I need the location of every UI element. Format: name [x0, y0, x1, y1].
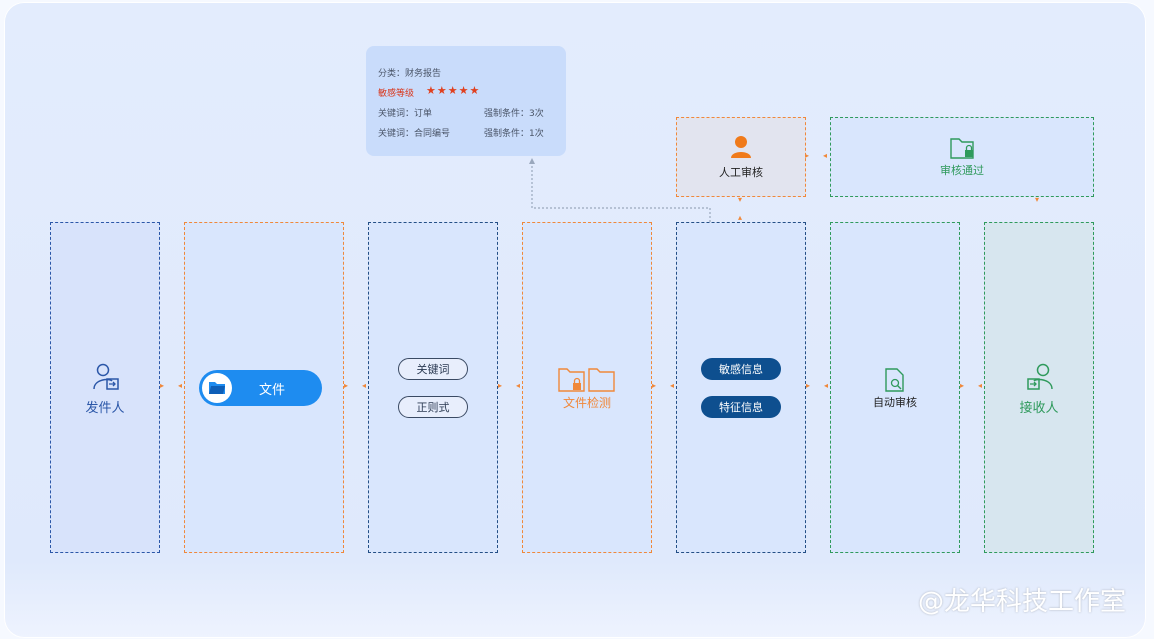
- rules-column: [368, 222, 498, 553]
- sender-column: [50, 222, 160, 553]
- keyword-1: 关键词：订单: [378, 109, 433, 119]
- diagram-canvas: 分类：财务报告 敏感等级 ★★★★★ 关键词：订单 强制条件：3次 关键词：合同…: [4, 2, 1146, 638]
- arrow-right: ▸: [960, 381, 965, 390]
- condition-2: 强制条件：1次: [484, 129, 544, 139]
- sender-label: 发件人: [85, 401, 125, 416]
- file-label: 文件: [259, 383, 286, 398]
- detection-column: [522, 222, 652, 553]
- manual-review-box: 人工审核: [676, 117, 806, 197]
- review-pass-box: 审核通过: [830, 117, 1094, 197]
- user-receive-icon: [1027, 363, 1053, 390]
- arrow-right: ▸: [652, 381, 657, 390]
- arrow-right: ▸: [498, 381, 503, 390]
- receiver-label: 接收人: [1019, 401, 1059, 416]
- sensitivity-info-card: 分类：财务报告 敏感等级 ★★★★★ 关键词：订单 强制条件：3次 关键词：合同…: [366, 46, 566, 156]
- info-column: [676, 222, 806, 553]
- sensitive-info-pill: 敏感信息: [701, 358, 781, 380]
- regex-pill: 正则式: [398, 396, 468, 418]
- folder-lock-icon: [950, 138, 974, 159]
- arrow-left: ◂: [978, 381, 983, 390]
- arrow-right: ▸: [344, 381, 349, 390]
- arrow-down: ▾: [738, 195, 743, 204]
- arrow-right: ▸: [160, 381, 165, 390]
- auto-review-column: [830, 222, 960, 553]
- keyword-pill: 关键词: [398, 358, 468, 380]
- user-send-icon: [93, 363, 119, 390]
- file-icon-circle: [202, 373, 232, 403]
- arrow-up: ▴: [738, 213, 743, 222]
- file-search-icon: [885, 368, 904, 392]
- watermark: @龙华科技工作室: [917, 587, 1126, 617]
- arrow-down: ▾: [1035, 195, 1040, 204]
- arrow-right: ▸: [805, 151, 810, 160]
- sensitivity-stars: ★★★★★: [426, 84, 481, 97]
- arrow-left: ◂: [362, 381, 367, 390]
- sensitivity-label: 敏感等级: [378, 89, 415, 99]
- review-pass-label: 审核通过: [940, 164, 984, 177]
- category-text: 分类：财务报告: [378, 69, 442, 79]
- arrow-left: ◂: [516, 381, 521, 390]
- manual-review-label: 人工审核: [719, 165, 763, 179]
- file-pill: 文件: [199, 370, 322, 406]
- folder-lock-icon: [558, 368, 615, 392]
- detection-label: 文件检测: [562, 396, 611, 410]
- keyword-2: 关键词：合同编号: [378, 129, 451, 139]
- feature-info-pill: 特征信息: [701, 396, 781, 418]
- condition-1: 强制条件：3次: [484, 109, 544, 119]
- arrow-left: ◂: [670, 381, 675, 390]
- folder-icon: [209, 382, 225, 394]
- arrow-left: ◂: [824, 381, 829, 390]
- person-icon: [731, 135, 751, 158]
- arrow-right: ▸: [806, 381, 811, 390]
- arrow-left: ◂: [823, 151, 828, 160]
- arrow-left: ◂: [178, 381, 183, 390]
- auto-review-label: 自动审核: [873, 396, 917, 409]
